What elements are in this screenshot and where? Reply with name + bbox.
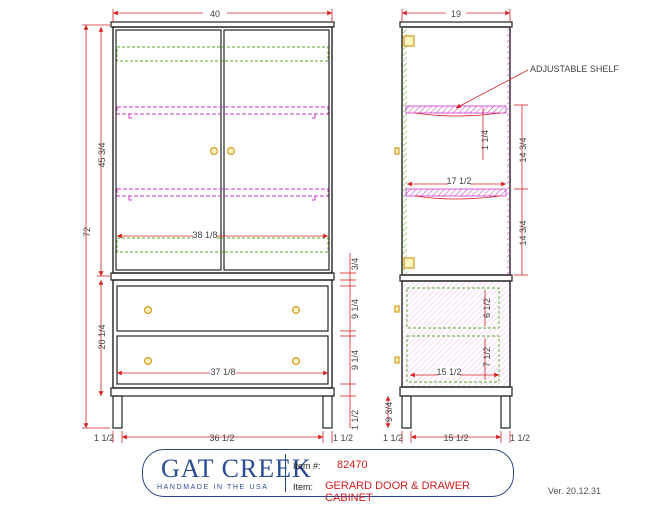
side-upper-case [401, 26, 511, 276]
front-upper-height-dim: 45 3/4 [97, 142, 107, 167]
front-width-dim: 40 [210, 9, 220, 19]
side-base-rail [399, 386, 513, 397]
side-shelf-thick-dim: 1 1/4 [480, 130, 490, 150]
drawer-1-right-knob [292, 306, 301, 315]
side-depth-dim: 19 [451, 9, 461, 19]
front-adj-shelf-2 [116, 188, 329, 197]
side-adj-shelf-2 [405, 188, 507, 197]
item-name-label: Item: [293, 482, 314, 492]
front-left-leg [112, 395, 123, 429]
item-name-value: GERARD DOOR & DRAWER CABINET [325, 480, 471, 504]
side-drawer-1-height-dim: 6 1/2 [482, 298, 492, 318]
front-rail-bottom-dim: 1 1/2 [350, 410, 360, 430]
side-shelf-gap-2-dim: 14 3/4 [518, 220, 528, 245]
front-rail-top-dim: 3/4 [350, 258, 360, 271]
front-drawer-width-dim: 37 1/8 [210, 367, 235, 377]
side-drawer-2-height-dim: 7 1/2 [482, 347, 492, 367]
side-back-panel [507, 27, 511, 275]
brand-tagline: HANDMADE IN THE USA [157, 484, 269, 491]
front-dimensions: 40 72 45 3/4 20 1/4 38 1/8 37 1/8 36 1/2… [82, 8, 360, 443]
side-drawer-1 [406, 287, 500, 329]
front-base-width-dim: 36 1/2 [209, 433, 234, 443]
side-drawer-knob-1 [394, 305, 400, 313]
side-drawer-knob-2 [394, 356, 400, 364]
drawer-2-right-knob [292, 357, 301, 366]
front-view [110, 21, 335, 429]
item-number-value: 82470 [337, 459, 368, 471]
side-waist-rail [399, 274, 513, 282]
front-right-leg [322, 395, 333, 429]
front-waist-rail [110, 272, 335, 281]
side-top-hinge [403, 35, 415, 47]
side-shelf-depth-dim: 17 1/2 [446, 176, 471, 186]
side-front-stile [402, 27, 407, 275]
front-drawer-2 [116, 335, 329, 385]
front-right-door [223, 29, 330, 271]
version-label: Ver. 20.12.31 [548, 486, 602, 496]
side-shelf-bevels [414, 112, 501, 200]
front-total-height-dim: 72 [82, 227, 92, 237]
side-left-leg [401, 395, 412, 429]
side-right-leg-dim: 1 1/2 [510, 433, 530, 443]
item-number-label: Item #: [293, 461, 321, 471]
side-shelf-gap-1-dim: 14 3/4 [518, 137, 528, 162]
front-top-hidden-shelf [116, 46, 329, 62]
front-crown [110, 21, 335, 28]
side-adj-shelf-1 [405, 105, 507, 114]
adjustable-shelf-leader [455, 69, 529, 109]
front-base-rail [110, 387, 335, 397]
side-knob-profile [394, 147, 400, 155]
title-block: GAT CREEK HANDMADE IN THE USA Item #: 82… [142, 449, 514, 504]
front-adj-shelf-1 [116, 106, 329, 115]
side-leg-height-dim: 9 3/4 [384, 402, 394, 422]
side-crown [399, 21, 513, 28]
left-door-knob [210, 147, 219, 156]
side-dimensions: 19 ADJUSTABLE SHELF 14 3/4 14 3/4 1 1/4 … [383, 8, 619, 443]
front-left-leg-dim: 1 1/2 [94, 433, 114, 443]
front-lower-height-dim: 20 1/4 [97, 324, 107, 349]
front-left-door [115, 29, 222, 271]
side-drawer-2 [406, 335, 500, 383]
front-drawer-2-height-dim: 9 1/4 [350, 350, 360, 370]
title-block-divider [285, 454, 286, 492]
front-right-leg-dim: 1 1/2 [333, 433, 353, 443]
front-bottom-hidden-shelf [116, 237, 329, 253]
front-drawer-1-height-dim: 9 1/4 [350, 299, 360, 319]
front-shelf-pins [128, 114, 316, 201]
side-left-leg-dim: 1 1/2 [383, 433, 403, 443]
front-drawer-1 [116, 285, 329, 332]
side-view [394, 21, 513, 429]
brand-logo: GAT CREEK [161, 454, 312, 483]
side-right-leg [500, 395, 511, 429]
drawer-2-left-knob [144, 357, 153, 366]
side-bottom-hinge [403, 257, 415, 269]
drawer-1-left-knob [144, 306, 153, 315]
right-door-knob [227, 147, 236, 156]
side-base-depth-dim: 15 1/2 [443, 433, 468, 443]
front-inner-width-dim: 38 1/8 [192, 230, 217, 240]
adjustable-shelf-label: ADJUSTABLE SHELF [530, 64, 619, 74]
side-drawer-depth-dim: 15 1/2 [436, 367, 461, 377]
